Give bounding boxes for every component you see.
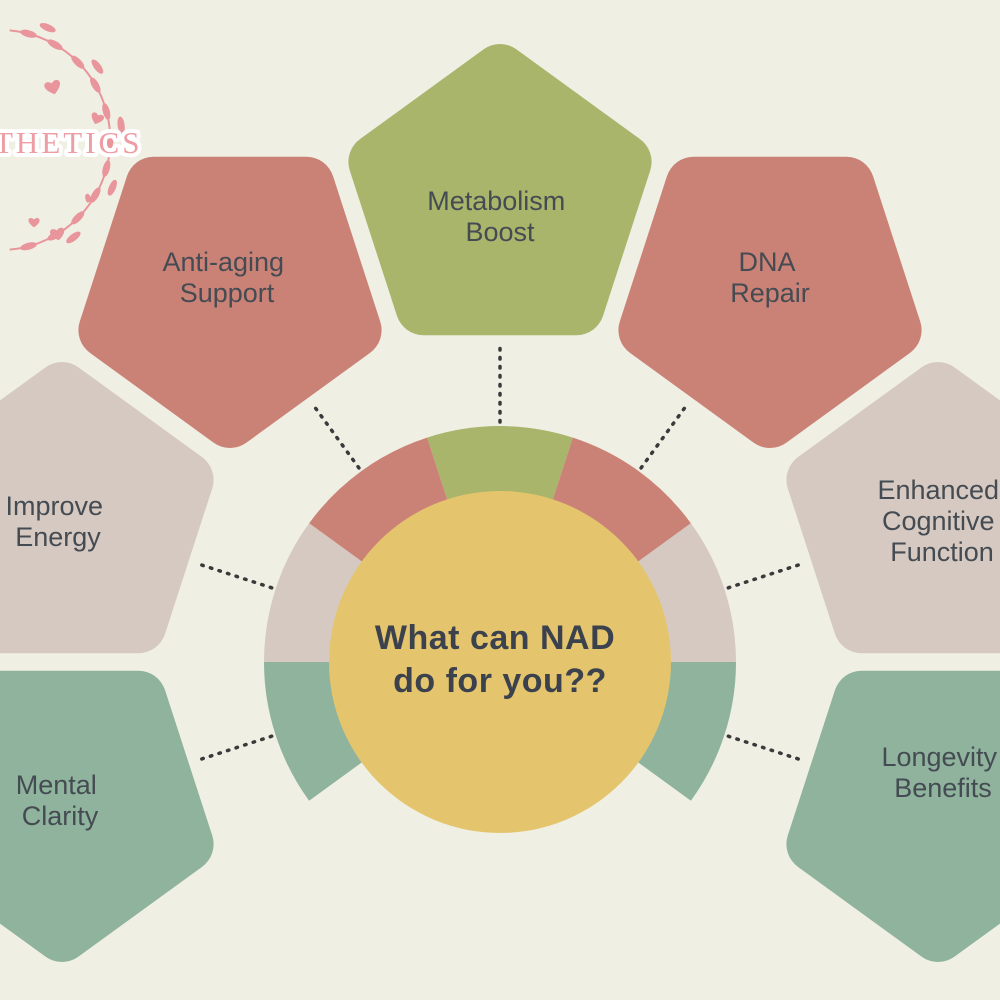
brand-logo: THETICS: [0, 23, 143, 251]
center-title: What can NAD do for you??: [375, 619, 625, 700]
connector-anti-aging-support: [311, 403, 361, 470]
wreath-leaf: [71, 211, 85, 225]
logo-text: THETICS: [0, 125, 142, 160]
connector-longevity-benefits: [726, 734, 805, 763]
pentagon-shape: [78, 156, 382, 448]
wreath-leaf: [107, 179, 117, 196]
node-label: DNA Repair: [730, 247, 810, 308]
node-label: Anti-aging Support: [162, 247, 291, 308]
wreath-leaf: [90, 77, 101, 93]
wreath-leaf: [20, 242, 37, 251]
node-label: Longevity Benefits: [881, 742, 1000, 803]
heart-icon: [85, 193, 95, 203]
connector-dna-repair: [639, 403, 689, 470]
node-label: Improve Energy: [5, 491, 110, 552]
connector-improve-energy: [195, 561, 274, 590]
heart-icon: [44, 79, 60, 95]
pentagon-shape: [0, 670, 214, 962]
center-title-line: What can NAD: [375, 619, 615, 657]
node-enhanced-cognitive-function: Enhanced Cognitive Function: [786, 362, 1000, 654]
node-label: Enhanced Cognitive Function: [877, 475, 1000, 567]
wreath-leaf: [106, 131, 114, 149]
connector-mental-clarity: [195, 734, 274, 763]
node-label: Mental Clarity: [16, 770, 105, 831]
wreath-leaf: [91, 59, 104, 74]
wreath-leaf: [102, 160, 111, 177]
pentagon-shape: [0, 362, 214, 654]
wreath-leaf: [39, 23, 56, 33]
node-dna-repair: DNA Repair: [618, 156, 922, 448]
wreath-leaf: [20, 29, 37, 38]
wreath-leaf: [71, 55, 85, 69]
heart-icon: [28, 217, 40, 228]
connector-lines: [195, 342, 805, 763]
wreath-icon: [9, 23, 125, 251]
heart-icon: [50, 227, 65, 241]
node-improve-energy: Improve Energy: [0, 362, 214, 654]
pentagon-shape: [786, 670, 1000, 962]
connector-enhanced-cognitive-function: [726, 561, 805, 590]
pentagon-shape: [786, 362, 1000, 654]
heart-icon: [91, 112, 105, 124]
wreath-leaf: [66, 231, 81, 244]
wreath-leaf: [47, 39, 63, 50]
wreath-leaf: [117, 116, 125, 134]
center-circle: [329, 491, 671, 833]
wreath-leaf: [102, 103, 111, 120]
node-metabolism-boost: Metabolism Boost: [348, 44, 652, 336]
center-title-line: do for you??: [393, 662, 607, 700]
node-longevity-benefits: Longevity Benefits: [786, 670, 1000, 962]
node-mental-clarity: Mental Clarity: [0, 670, 214, 962]
node-anti-aging-support: Anti-aging Support: [78, 156, 382, 448]
pentagon-shape: [618, 156, 922, 448]
node-label: Metabolism Boost: [427, 186, 573, 247]
pentagon-shape: [348, 44, 652, 336]
